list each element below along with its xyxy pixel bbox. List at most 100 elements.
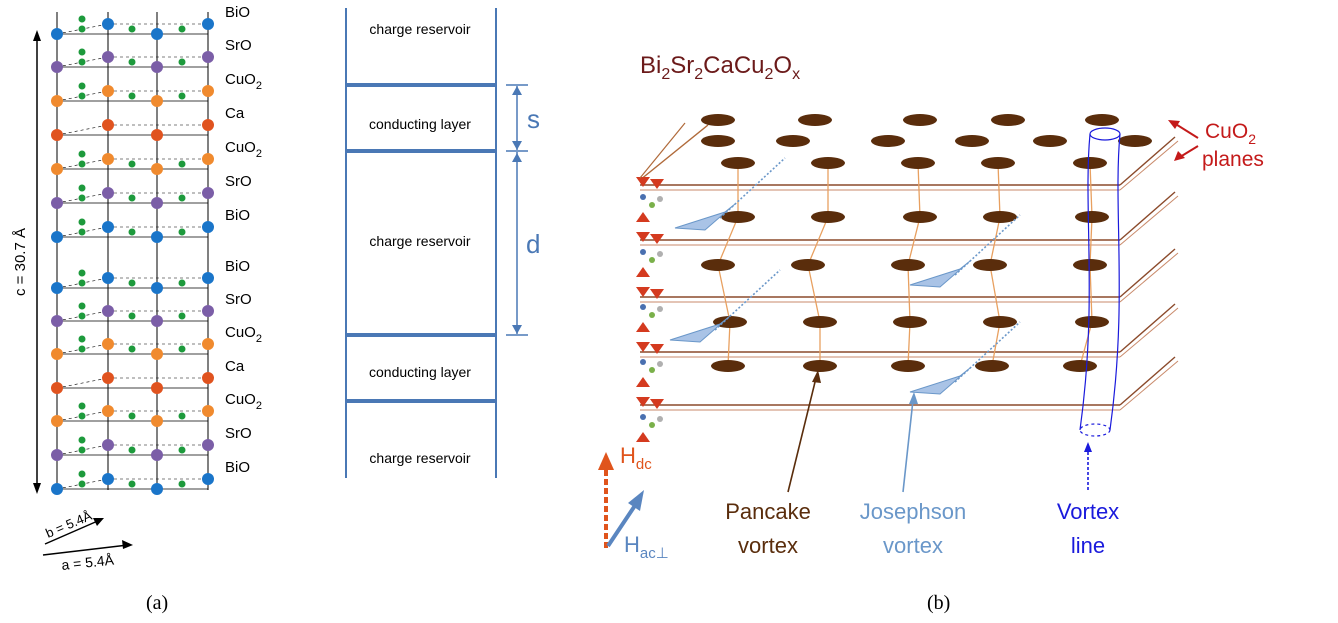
- josephson-label-2: vortex: [883, 533, 943, 558]
- crystal-strip-cuo: [636, 377, 650, 387]
- crystal-atom-cuo2: [151, 163, 163, 175]
- crystal-atom-sro: [202, 187, 214, 199]
- crystal-layer-label: CuO2: [225, 324, 262, 345]
- crystal-strip-atom: [649, 312, 655, 318]
- planes-label: planes: [1202, 148, 1264, 171]
- crystal-atom-bio: [202, 18, 214, 30]
- crystal-atom-oxygen: [78, 312, 86, 320]
- pancake-vortex: [811, 157, 845, 169]
- crystal-layer-label: SrO: [225, 425, 252, 442]
- crystal-atom-oxygen: [128, 92, 136, 100]
- crystal-atom-bio: [151, 483, 163, 495]
- josephson-vortex-dotted-line: [954, 214, 1021, 276]
- pancake-vortex: [901, 157, 935, 169]
- crystal-atom-oxygen: [128, 345, 136, 353]
- crystal-atom-oxygen: [78, 15, 86, 23]
- crystal-atom-sro: [102, 187, 114, 199]
- crystal-structure-diagram: BiOSrOCuO2CaCuO2SrOBiOBiOSrOCuO2CaCuO2Sr…: [12, 4, 262, 573]
- crystal-atom-ca: [151, 129, 163, 141]
- vortex-line-label-2: line: [1071, 533, 1105, 558]
- a-axis-line: [42, 544, 129, 556]
- crystal-atom-oxygen: [178, 412, 186, 420]
- crystal-atom-oxygen: [178, 446, 186, 454]
- crystal-atom-oxygen: [78, 48, 86, 56]
- caption-a: (a): [146, 592, 169, 614]
- pancake-vortex: [711, 360, 745, 372]
- crystal-atom-ca: [202, 119, 214, 131]
- crystal-atom-cuo2: [51, 348, 63, 360]
- crystal-atom-oxygen: [78, 279, 86, 287]
- crystal-strip-cuo: [636, 177, 650, 187]
- crystal-atom-oxygen: [128, 412, 136, 420]
- pancake-vortex: [721, 211, 755, 223]
- crystal-layer-label: SrO: [225, 291, 252, 308]
- crystal-atom-bio: [151, 28, 163, 40]
- crystal-atom-oxygen: [78, 160, 86, 168]
- crystal-layer-label: BiO: [225, 4, 250, 21]
- crystal-atom-cuo2: [151, 415, 163, 427]
- crystal-strip-atom: [657, 416, 663, 422]
- d-label: d: [526, 229, 540, 259]
- crystal-atom-oxygen: [178, 160, 186, 168]
- c-axis-arrow-top: [33, 30, 41, 41]
- crystal-atom-oxygen: [128, 228, 136, 236]
- crystal-strip-atom: [649, 367, 655, 373]
- crystal-atom-cuo2: [102, 405, 114, 417]
- crystal-atom-oxygen: [128, 446, 136, 454]
- crystal-strip-atom: [640, 359, 646, 365]
- crystal-strip-cuo: [636, 212, 650, 222]
- block-conducting-layer-1: conducting layer: [369, 116, 471, 132]
- layer-schematic-diagram: charge reservoir conducting layer charge…: [345, 8, 540, 478]
- josephson-vortex-dotted-line: [954, 321, 1021, 383]
- crystal-layer-label: BiO: [225, 207, 250, 224]
- pancake-vortex: [1075, 211, 1109, 223]
- crystal-atom-oxygen: [178, 58, 186, 66]
- pancake-vortex: [776, 135, 810, 147]
- pancake-vortex: [1075, 316, 1109, 328]
- crystal-atom-ca: [202, 372, 214, 384]
- josephson-vortex: [909, 367, 971, 395]
- crystal-atom-sro: [51, 315, 63, 327]
- crystal-atom-cuo2: [151, 348, 163, 360]
- crystal-atom-oxygen: [178, 279, 186, 287]
- crystal-atom-oxygen: [78, 470, 86, 478]
- josephson-pointer: [902, 399, 914, 493]
- crystal-atom-sro: [102, 51, 114, 63]
- crystal-atom-oxygen: [178, 25, 186, 33]
- crystal-atom-oxygen: [128, 312, 136, 320]
- pancake-vortex: [1085, 114, 1119, 126]
- pancake-vortex: [811, 211, 845, 223]
- crystal-atom-oxygen: [78, 412, 86, 420]
- crystal-atom-cuo2: [102, 153, 114, 165]
- cuo2-label: CuO2: [1205, 120, 1256, 147]
- josephson-vortex-dotted-line: [714, 269, 781, 331]
- crystal-strip-atom: [640, 194, 646, 200]
- crystal-atom-oxygen: [178, 228, 186, 236]
- a-axis-label: a = 5.4Å: [61, 552, 116, 573]
- crystal-atom-bio: [151, 282, 163, 294]
- crystal-strip-cuo: [636, 267, 650, 277]
- vortex-line-pointer-head: [1084, 442, 1092, 452]
- cuo2-plane-side-edge: [1119, 356, 1176, 406]
- crystal-layer-label: BiO: [225, 459, 250, 476]
- crystal-strip-cuo: [650, 289, 664, 299]
- pancake-vortex: [983, 316, 1017, 328]
- pancake-vortex: [1073, 157, 1107, 169]
- vortex-line-label-1: Vortex: [1057, 499, 1119, 524]
- crystal-atom-cuo2: [51, 415, 63, 427]
- crystal-atom-oxygen: [78, 58, 86, 66]
- crystal-dashed-line: [56, 377, 109, 389]
- crystal-strip-cuo: [636, 322, 650, 332]
- block-charge-reservoir-3: charge reservoir: [369, 450, 470, 466]
- pancake-vortex: [803, 360, 837, 372]
- pancake-label-2: vortex: [738, 533, 798, 558]
- josephson-label-1: Josephson: [860, 499, 966, 524]
- crystal-atom-oxygen: [128, 58, 136, 66]
- hdc-label: Hdc: [620, 443, 652, 473]
- crystal-strip-cuo: [636, 232, 650, 242]
- crystal-strip-atom: [657, 251, 663, 257]
- crystal-strip-atom: [657, 196, 663, 202]
- crystal-atom-bio: [102, 272, 114, 284]
- cuo2-arrowhead-2: [1174, 151, 1185, 161]
- pancake-vortex: [973, 259, 1007, 271]
